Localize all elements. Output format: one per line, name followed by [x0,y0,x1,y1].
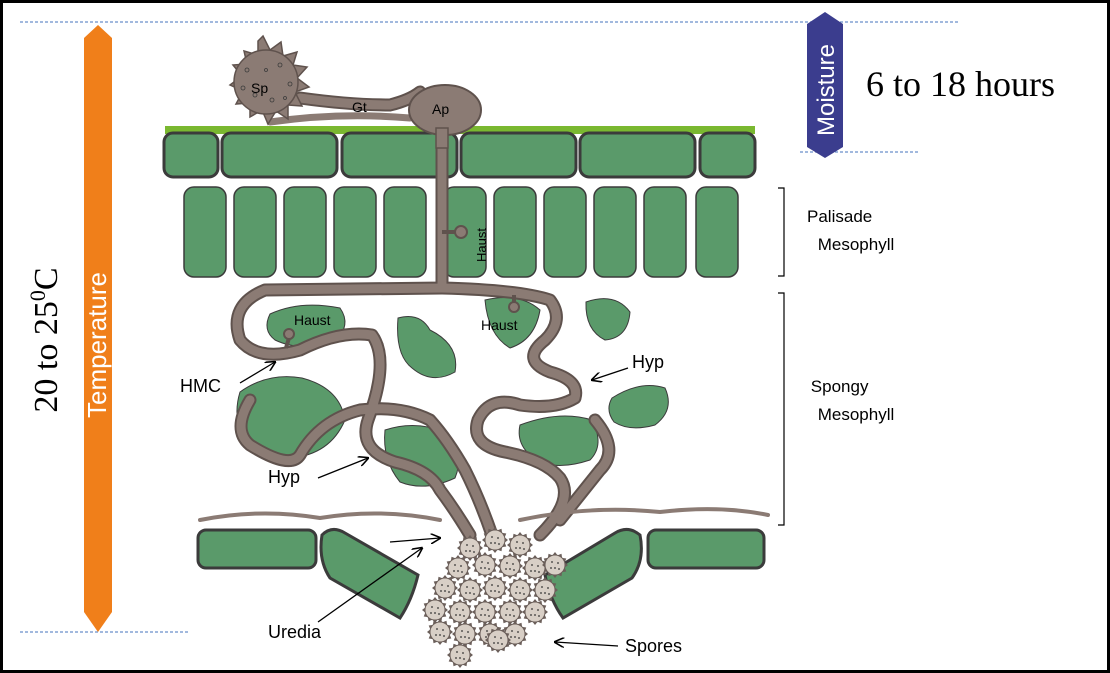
palisade-line1: Palisade [807,207,872,226]
arrow-uredia-1 [390,538,440,542]
palisade-line2: Mesophyll [818,235,895,254]
label-palisade-mesophyll: Palisade Mesophyll [807,207,894,254]
temperature-unit: C [28,267,65,290]
label-hyp-right: Hyp [632,352,664,372]
spore [507,577,533,603]
moisture-bar: Moisture [807,12,843,158]
spore [507,532,533,558]
spore [482,575,508,601]
temperature-range: 20 to 250C [25,267,65,412]
spore [447,599,473,625]
arrow-hyp-right [592,368,628,380]
temperature-label: Temperature [82,272,112,418]
spore [447,642,473,668]
moisture-label: Moisture [813,44,840,136]
temperature-range-value: 20 to 25 [28,301,65,412]
germ-tube-lower [270,116,410,122]
penetration-peg [436,128,448,148]
spore [432,575,458,601]
label-spongy-mesophyll: Spongy Mesophyll [811,377,894,424]
spore [522,599,548,625]
layer-brackets [778,188,784,525]
spore [497,553,523,579]
label-haust-left: Haust [294,312,331,328]
spore [452,621,478,647]
label-ap: Ap [432,101,449,117]
spore [445,555,471,581]
moisture-duration: 6 to 18 hours [866,64,1055,104]
label-sp: Sp [251,80,268,96]
spore [457,577,483,603]
temperature-degree: 0 [25,290,50,301]
spore [497,599,523,625]
upper-epidermis [164,133,755,177]
spore [472,599,498,625]
spongy-line2: Mesophyll [818,405,895,424]
label-haust-palisade: Haust [474,228,489,262]
label-hmc: HMC [180,376,221,396]
spore [427,619,453,645]
spore [422,597,448,623]
label-hyp-left: Hyp [268,467,300,487]
urediniospore [230,36,309,124]
label-spores: Spores [625,636,682,656]
arrow-hyp-left [318,458,368,478]
arrow-spores [555,642,618,646]
label-haust-right: Haust [481,317,518,333]
temperature-bar: Temperature [82,25,112,632]
label-uredia: Uredia [268,622,322,642]
uredia-spore-cluster [422,527,568,668]
label-gt: Gt [352,99,367,115]
spongy-line1: Spongy [811,377,869,396]
